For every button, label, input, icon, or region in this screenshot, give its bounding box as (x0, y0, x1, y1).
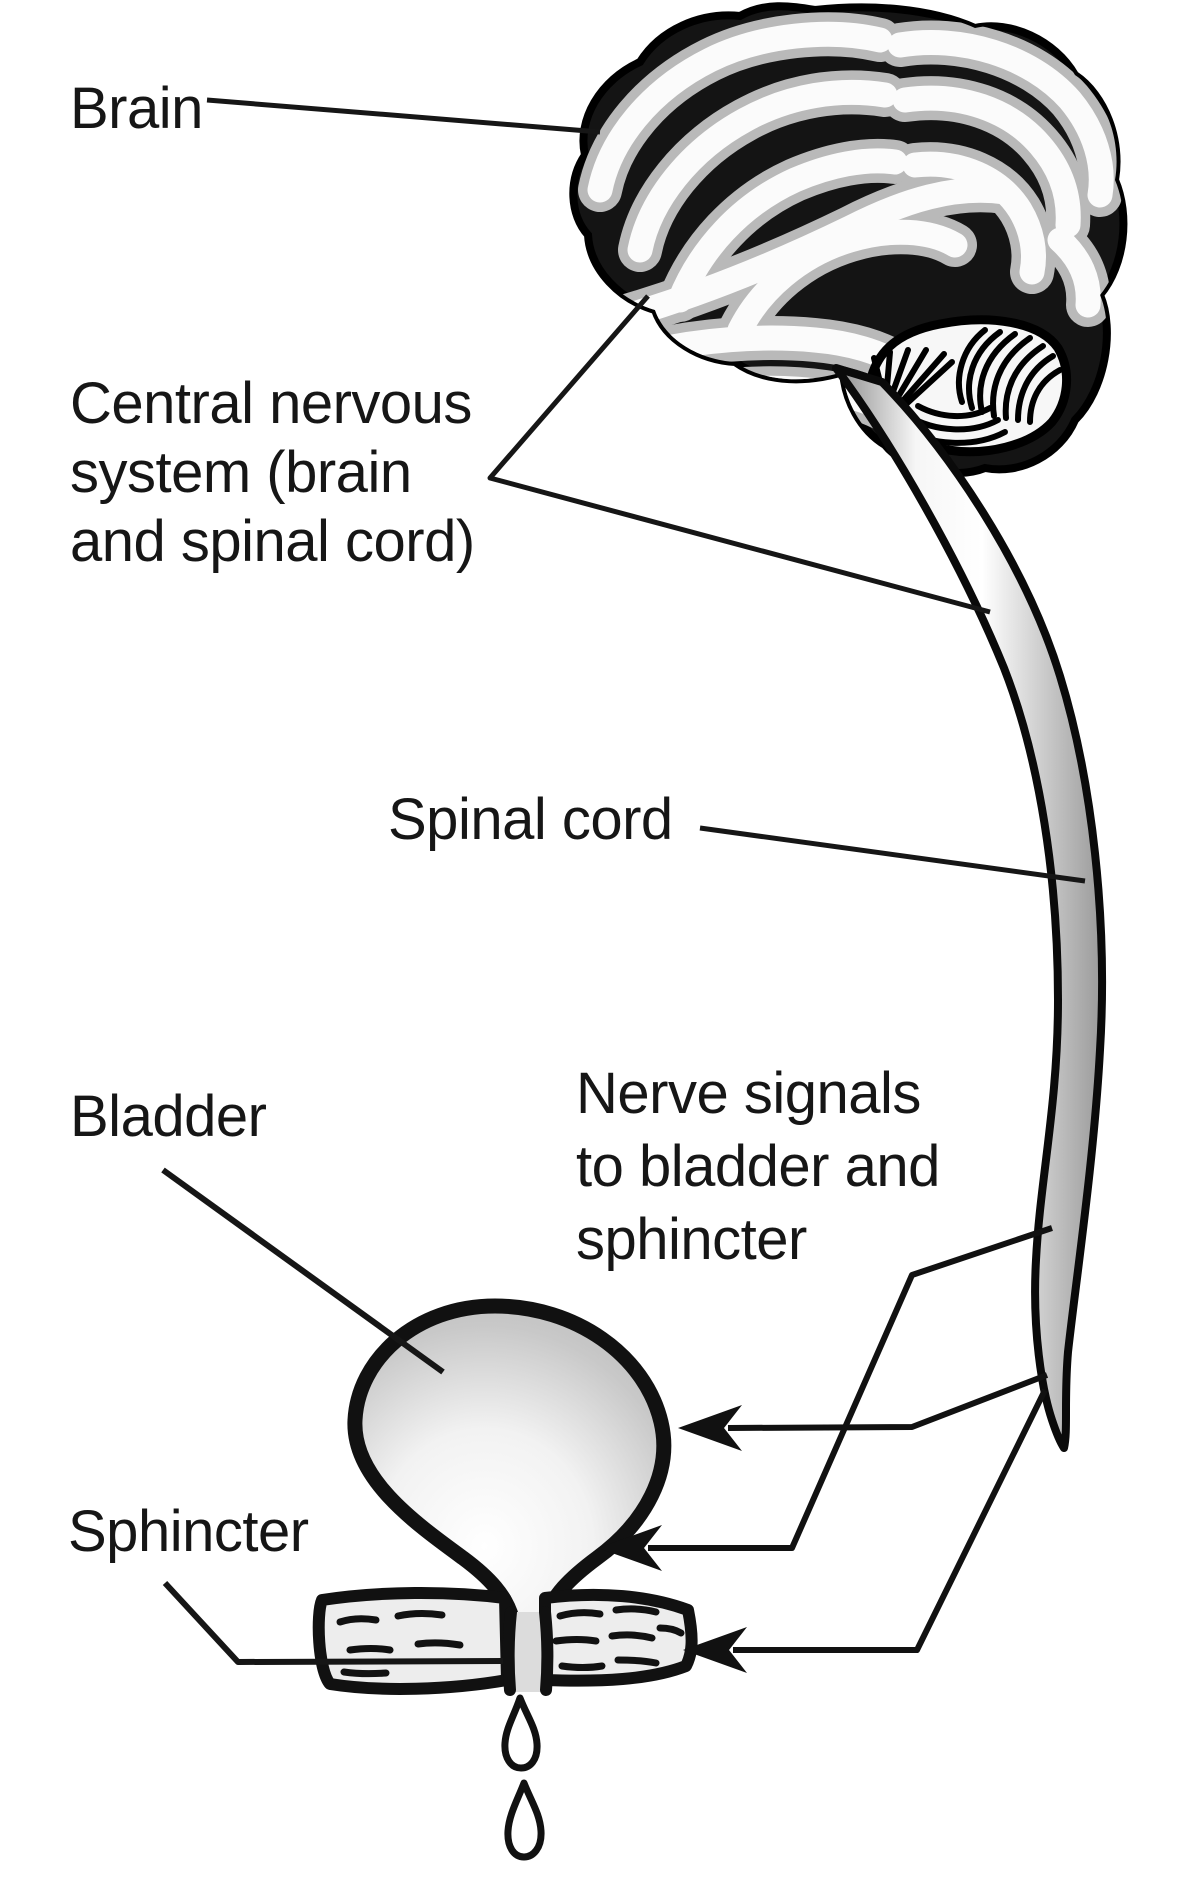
nerve-arrow-sphincter (683, 1388, 1048, 1673)
brain-leader-line (206, 97, 601, 135)
arrowhead-icon (598, 1525, 662, 1571)
arrowhead-icon (678, 1405, 742, 1451)
sphincter-muscle-dashes (336, 1605, 685, 1678)
urethra-channel (502, 1606, 554, 1696)
urine-drop-icon (504, 1779, 545, 1861)
cerebellum (863, 315, 1072, 457)
spinal-cord-shape (832, 364, 1107, 1452)
nerve-signals-label: Nerve signals to bladder and sphincter (576, 1057, 940, 1276)
nerve-signals-line1: Nerve signals (576, 1061, 921, 1126)
nerve-signals-line3: sphincter (576, 1207, 807, 1272)
cns-bracket (487, 294, 991, 615)
cns-label: Central nervous system (brain and spinal… (70, 369, 475, 576)
cns-label-line1: Central nervous (70, 371, 472, 436)
sphincter-band (312, 1587, 698, 1695)
nerve-signals-line2: to bladder and (576, 1134, 940, 1199)
bladder-label: Bladder (70, 1084, 267, 1149)
brain-illustration (569, 2, 1128, 478)
nerve-arrow-bladder (678, 1372, 1049, 1451)
cns-label-line3: and spinal cord) (70, 509, 475, 574)
arrowhead-icon (683, 1627, 747, 1673)
cns-label-line2: system (brain (70, 440, 412, 505)
spinal-cord-leader-line (699, 825, 1086, 884)
spinal-cord-label: Spinal cord (388, 787, 673, 852)
brain-label: Brain (70, 76, 203, 141)
bladder-leader-line (161, 1167, 445, 1375)
sphincter-leader-line (162, 1580, 504, 1665)
sphincter-label: Sphincter (68, 1499, 309, 1564)
urine-drop-icon (501, 1694, 541, 1772)
nerve-arrow-bladder-neck (598, 1225, 1053, 1571)
